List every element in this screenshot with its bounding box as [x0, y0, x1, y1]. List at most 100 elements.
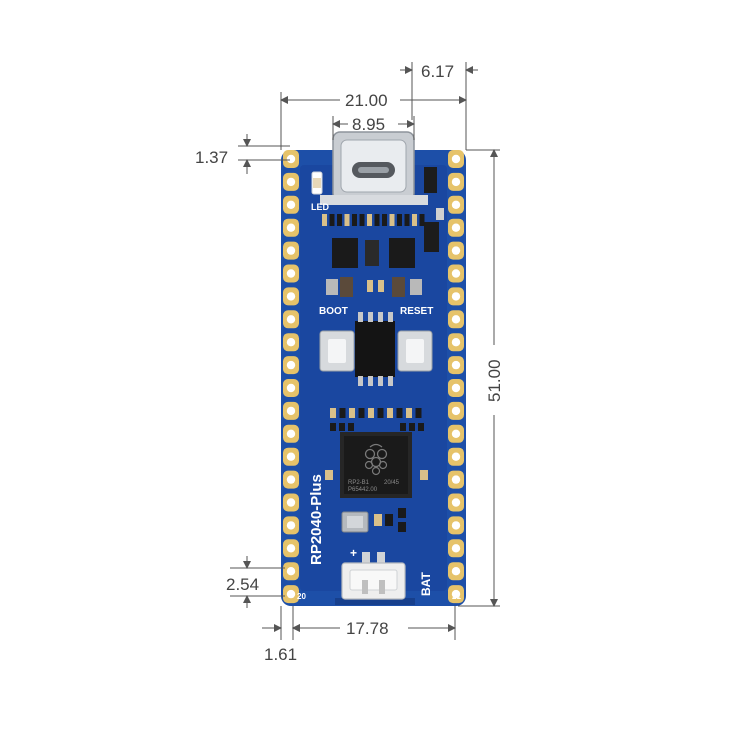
pin-hole — [286, 498, 296, 507]
smd-component — [419, 214, 425, 226]
dim-pin-pitch: 2.54 — [226, 575, 259, 594]
pin-hole — [451, 154, 461, 164]
bottom-debug-pads — [335, 598, 415, 605]
pin-hole — [451, 498, 461, 507]
pin-hole — [451, 292, 461, 301]
pin-hole — [451, 544, 461, 553]
pin-hole — [451, 315, 461, 324]
smd-component — [359, 214, 365, 226]
dim-top-offset: 1.37 — [195, 148, 228, 167]
pin-hole — [286, 452, 296, 461]
smd-component — [344, 214, 350, 226]
chip-leg — [368, 376, 373, 386]
smd-component — [400, 423, 406, 431]
smd-component — [382, 214, 387, 226]
smd-component — [377, 408, 384, 418]
pin-hole — [286, 200, 296, 209]
usb-c-connector — [320, 131, 428, 205]
chip-marking-2: 20/45 — [384, 480, 400, 486]
smd-component — [409, 423, 415, 431]
pin-hole — [451, 269, 461, 278]
dimension-lines — [230, 62, 500, 640]
pin-hole — [451, 452, 461, 461]
chip-marking-1: RP2-B1 — [348, 480, 370, 486]
pin-hole — [451, 200, 461, 209]
bat-label: BAT — [419, 572, 433, 596]
pin-hole — [451, 177, 461, 187]
boot-label: BOOT — [319, 306, 348, 317]
pin-hole — [286, 269, 296, 278]
dim-side-offset: 1.61 — [264, 645, 297, 664]
pin-hole — [286, 521, 296, 530]
pin-20-label: 20 — [297, 592, 306, 601]
smd-component — [404, 214, 410, 226]
pin-hole — [286, 292, 296, 301]
smd-component — [339, 423, 345, 431]
pin-hole — [286, 475, 296, 484]
pin-hole — [286, 315, 296, 324]
dim-board-length: 51.00 — [485, 359, 504, 402]
pin-hole — [451, 567, 461, 576]
reset-label: RESET — [400, 306, 433, 317]
smd-component — [406, 408, 412, 418]
dim-row-spacing: 17.78 — [346, 619, 389, 638]
smd-component — [389, 214, 395, 226]
flash-memory-chip — [355, 312, 395, 386]
smd-component — [374, 214, 380, 226]
plus-sign: + — [350, 546, 357, 560]
smd-component — [339, 408, 346, 418]
pin-hole — [451, 360, 461, 370]
smd-component — [330, 423, 336, 431]
pin-hole — [451, 338, 461, 347]
battery-connector: + — [341, 546, 406, 600]
pin-hole — [451, 223, 461, 232]
pin-hole — [286, 406, 296, 416]
pin-hole — [451, 246, 461, 255]
dim-header-offset: 6.17 — [421, 62, 454, 81]
smd-component — [412, 214, 417, 226]
smd-component — [329, 214, 335, 226]
boot-button: BOOT — [319, 306, 355, 372]
pin-hole — [451, 383, 461, 393]
chip-leg — [388, 376, 393, 386]
crystal-oscillator — [325, 470, 428, 533]
regulator-chips — [326, 238, 422, 297]
chip-leg — [388, 312, 393, 322]
pin-hole — [286, 544, 296, 553]
pin-hole — [451, 475, 461, 484]
dim-usb-width: 8.95 — [352, 115, 385, 134]
smd-component — [330, 408, 336, 418]
smd-component — [415, 408, 422, 418]
pin-hole — [451, 521, 461, 530]
pin-hole — [286, 246, 296, 255]
pin-hole — [286, 589, 296, 599]
smd-component — [337, 214, 342, 226]
pin-hole — [451, 429, 461, 438]
smd-component — [397, 214, 402, 226]
pin-hole — [286, 360, 296, 370]
right-pin-header — [448, 150, 464, 604]
smd-component — [358, 408, 365, 418]
smd-component — [322, 214, 327, 226]
pin-hole — [286, 338, 296, 347]
smd-component — [387, 408, 393, 418]
pin-hole — [286, 383, 296, 393]
smd-component — [367, 214, 372, 226]
pin-hole — [451, 406, 461, 416]
chip-leg — [378, 312, 383, 322]
pin-hole — [451, 589, 461, 599]
chip-leg — [378, 376, 383, 386]
chip-leg — [358, 312, 363, 322]
board-name-label: RP2040-Plus — [308, 474, 325, 565]
pin-hole — [286, 429, 296, 438]
pin-hole — [286, 567, 296, 576]
top-right-components — [424, 167, 444, 252]
raspberry-logo-icon — [364, 443, 388, 476]
led-label: LED — [311, 202, 330, 212]
passive-component-row — [322, 214, 425, 226]
small-passive-row — [330, 408, 424, 431]
dim-board-width: 21.00 — [345, 91, 388, 110]
smd-component — [352, 214, 357, 226]
